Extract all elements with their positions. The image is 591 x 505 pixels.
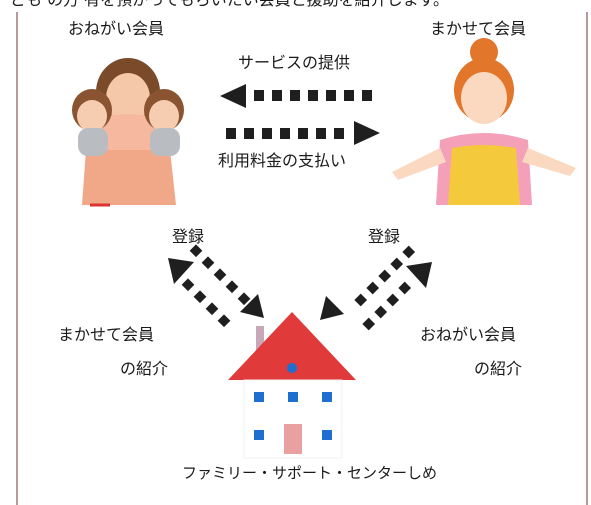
header-cut-text: ども の方 有を預かってもらいたい会員と援助を紹介します。: [10, 0, 449, 9]
arrow-intro-makasete: [189, 244, 264, 318]
center-name-label: ファミリー・サポート・センターしめ: [182, 464, 438, 482]
frame-left-border: [16, 12, 18, 505]
service-provision-label: サービスの提供: [238, 53, 351, 72]
register-left-label: 登録: [172, 227, 205, 246]
helper-woman-illustration: [392, 38, 576, 205]
arrow-service-provision: [220, 84, 372, 108]
intro-makasete-line2: の紹介: [120, 359, 169, 378]
arrow-register-right: [320, 245, 416, 320]
arrow-register-left: [168, 258, 231, 328]
arrow-fee-payment: [226, 121, 380, 145]
onegai-member-label: おねがい会員: [68, 19, 165, 38]
mother-with-twins-illustration: [72, 58, 184, 207]
intro-onegai-line2: の紹介: [474, 359, 523, 378]
register-right-label: 登録: [368, 227, 401, 246]
intro-makasete-line1: まかせて会員: [58, 325, 155, 344]
intro-onegai-line1: おねがい会員: [420, 325, 517, 344]
frame-right-border: [586, 12, 588, 505]
support-center-house: [228, 312, 356, 459]
fee-payment-label: 利用料金の支払い: [218, 151, 347, 170]
makasete-member-label: まかせて会員: [430, 19, 527, 38]
arrow-intro-onegai: [362, 262, 432, 331]
